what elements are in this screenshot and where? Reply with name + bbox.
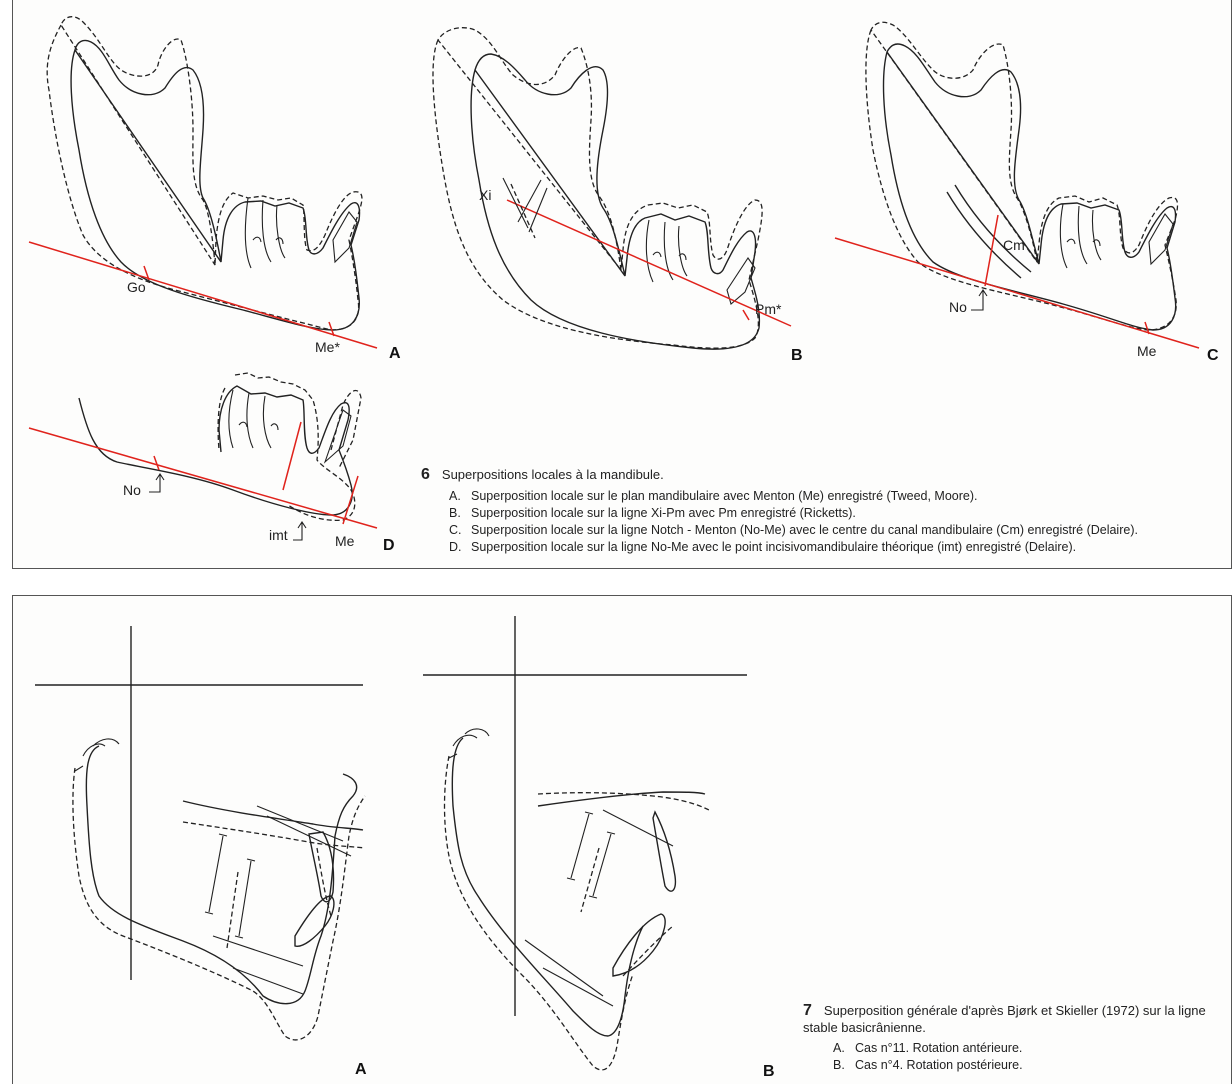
xi-cross-4 [528, 187, 548, 233]
figure-7-drawing: A B [35, 616, 775, 1080]
caption-item-d: D.Superposition locale sur la ligne No-M… [449, 540, 1077, 554]
tick-no-d [153, 455, 160, 471]
label-go: Go [127, 279, 146, 295]
figure-6-number: 6 [421, 466, 430, 483]
caption-7-item-b: B.Cas n°4. Rotation postérieure. [833, 1058, 1023, 1072]
label-me-d: Me [335, 533, 355, 549]
tick-pm [742, 309, 750, 321]
xi-cross-2 [510, 183, 536, 239]
mandible-b [432, 27, 763, 350]
cranial-superposition-a [35, 626, 366, 1041]
red-reference-line-b [506, 199, 792, 327]
label-xi: Xi [479, 187, 491, 203]
label-pm-star: Pm* [755, 301, 782, 317]
figure-7-title: Superposition générale d'après Bjørk et … [803, 1003, 1206, 1035]
mandible-a [46, 16, 363, 331]
caption-item-b: B.Superposition locale sur la ligne Xi-P… [449, 506, 856, 520]
label-no-c: No [949, 299, 967, 315]
red-segment-d2 [342, 475, 359, 525]
tick-go [143, 265, 150, 281]
panel-label-7b: B [763, 1063, 775, 1080]
figure-6-title: Superpositions locales à la mandibule. [441, 467, 664, 482]
label-me-c: Me [1137, 343, 1157, 359]
arrow-imt [293, 521, 307, 541]
mandible-d [78, 372, 362, 521]
panel-label-6a: A [389, 345, 401, 362]
label-me-star: Me* [315, 339, 340, 355]
label-cm: Cm [1003, 237, 1025, 253]
caption-item-c: C.Superposition locale sur la ligne Notc… [449, 523, 1138, 537]
red-segment-d1 [282, 421, 302, 491]
caption-item-a: A.Superposition locale sur le plan mandi… [449, 489, 978, 503]
label-no-d: No [123, 482, 141, 498]
tick-me-c [1144, 321, 1150, 335]
xi-cross-1 [502, 177, 529, 229]
panel-label-7a: A [355, 1061, 367, 1078]
tick-me [328, 321, 335, 337]
figure-6-drawing: Go Me* A Xi Pm* B [28, 16, 1219, 554]
red-reference-line-c [834, 237, 1200, 349]
red-reference-line-a [28, 241, 378, 349]
caption-7-item-a: A.Cas n°11. Rotation antérieure. [833, 1041, 1023, 1055]
arrow-no-d [149, 473, 165, 493]
panel-label-6d: D [383, 537, 395, 554]
label-imt: imt [269, 527, 288, 543]
figure-7-number: 7 [803, 1002, 812, 1019]
red-perpendicular-cm [984, 214, 999, 287]
cranial-superposition-b [423, 616, 747, 1071]
panel-label-6c: C [1207, 347, 1219, 364]
mandible-c [865, 21, 1179, 331]
xi-cross-3 [517, 179, 542, 223]
figure-6-panel: Go Me* A Xi Pm* B [12, 0, 1232, 569]
red-reference-line-d [28, 427, 378, 529]
panel-label-6b: B [791, 347, 803, 364]
arrow-no-c [971, 289, 988, 311]
